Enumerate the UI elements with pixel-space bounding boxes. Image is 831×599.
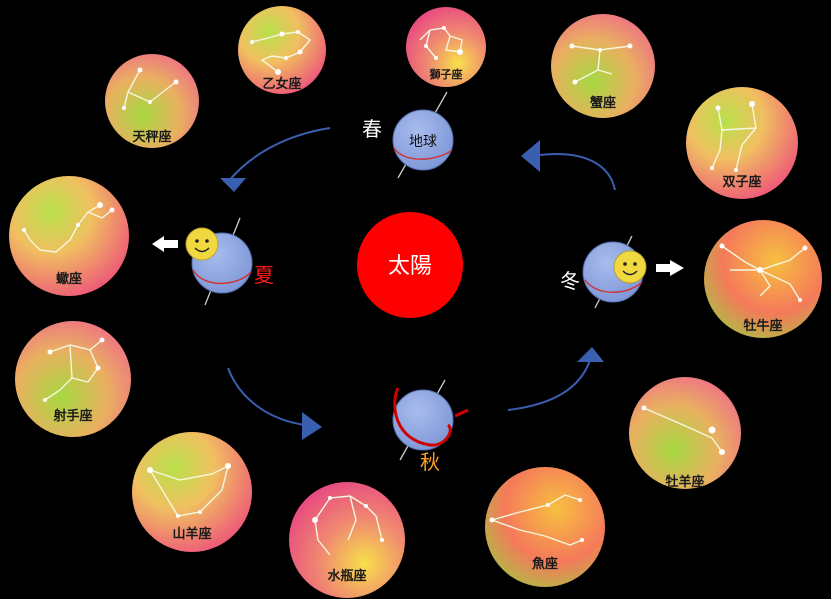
constellation-label: 水瓶座 — [327, 568, 366, 584]
earth-equator — [584, 279, 643, 293]
constellation-libra: 天秤座 — [105, 54, 199, 148]
season-label-autumn: 秋 — [420, 450, 440, 474]
constellation-label: 山羊座 — [172, 526, 211, 542]
constellation-cancer: 蟹座 — [551, 14, 655, 118]
constellation-aries: 牡羊座 — [629, 377, 741, 490]
orbit-arrow-winter-spring — [539, 153, 616, 191]
arrowhead-autumn-winter — [577, 347, 604, 362]
arrow-right-icon — [656, 260, 684, 276]
sun: 太陽 — [357, 212, 463, 318]
orbit-arrow-autumn-winter — [507, 359, 591, 411]
orbit-arrow-summer-autumn — [227, 367, 306, 426]
arrowhead-summer-autumn — [302, 412, 322, 440]
constellation-label: 天秤座 — [132, 129, 171, 145]
orbit-arrow-spring-summer — [227, 127, 331, 183]
constellation-label: 蟹座 — [589, 95, 616, 111]
constellation-label: 射手座 — [52, 408, 92, 424]
constellation-scorpio: 蠍座 — [9, 176, 129, 296]
sun-disk — [357, 212, 463, 318]
earth-summer: 夏 — [152, 217, 274, 306]
earth-equator — [393, 147, 453, 160]
earth-equator — [192, 269, 252, 285]
constellation-aquarius: 水瓶座 — [289, 482, 405, 598]
constellation-sagittarius: 射手座 — [15, 321, 131, 437]
arrowhead-winter-spring — [521, 140, 540, 172]
constellation-disk — [132, 432, 252, 552]
constellation-label: 魚座 — [532, 556, 558, 572]
season-label-summer: 夏 — [254, 263, 274, 287]
constellation-leo: 獅子座 — [406, 7, 486, 87]
constellation-disk — [15, 321, 131, 437]
constellation-disk — [406, 7, 486, 87]
earth-globe — [392, 109, 454, 171]
constellation-label: 牡牛座 — [743, 318, 782, 334]
arrow-left-icon — [152, 236, 178, 252]
constellation-capricorn: 山羊座 — [132, 432, 252, 552]
earth-equator — [393, 387, 452, 447]
constellation-pisces: 魚座 — [485, 467, 605, 587]
face-icon — [185, 227, 219, 261]
season-label-winter: 冬 — [560, 269, 580, 293]
constellation-label: 双子座 — [722, 174, 761, 190]
earth-label: 地球 — [409, 134, 437, 150]
constellation-label: 蠍座 — [56, 271, 82, 287]
constellation-disk — [629, 377, 741, 489]
constellation-virgo: 乙女座 — [238, 6, 326, 94]
constellation-taurus: 牡牛座 — [704, 220, 822, 338]
constellation-gemini: 双子座 — [686, 87, 798, 199]
face-icon — [613, 250, 647, 284]
earth-winter: 冬 — [560, 235, 684, 309]
constellation-label: 牡羊座 — [665, 474, 704, 490]
sun-label: 太陽 — [388, 254, 432, 279]
orbit-arrows — [220, 127, 616, 440]
constellation-label: 獅子座 — [429, 67, 463, 81]
constellation-disk — [686, 87, 798, 199]
constellation-disk — [289, 482, 405, 598]
constellation-disk — [551, 14, 655, 118]
constellation-disk — [238, 6, 326, 94]
constellation-disk — [704, 220, 822, 338]
arrowhead-spring-summer — [220, 178, 246, 192]
constellation-disk — [485, 467, 605, 587]
earth-spring: 地球 春 — [362, 91, 454, 179]
earth-autumn: 秋 — [392, 379, 469, 474]
constellation-label: 乙女座 — [262, 76, 301, 92]
season-label-spring: 春 — [362, 117, 382, 141]
